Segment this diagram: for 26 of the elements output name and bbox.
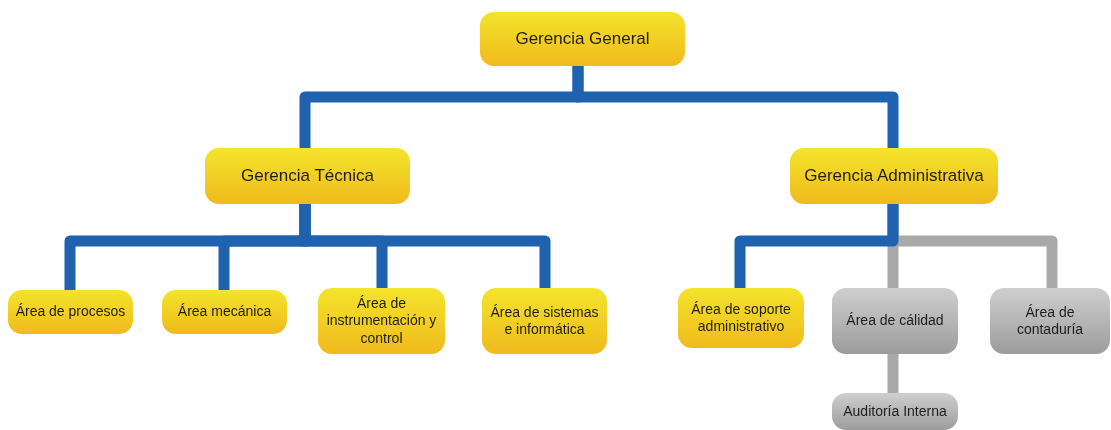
box-label: Área de sistemas e informática bbox=[489, 303, 600, 339]
box-label: Área de procesos bbox=[15, 303, 126, 321]
org-box bbox=[8, 290, 133, 334]
box-label: Área de contaduría bbox=[1015, 303, 1085, 339]
org-box bbox=[832, 288, 958, 354]
box-label: Gerencia Técnica bbox=[241, 165, 374, 187]
box-label: Área de soporte administrativo bbox=[690, 300, 792, 336]
org-box bbox=[678, 288, 804, 348]
box-label: Área de instrumentación y control bbox=[325, 294, 438, 348]
box-label: Gerencia Administrativa bbox=[804, 165, 984, 187]
box-label: Gerencia General bbox=[515, 28, 650, 50]
org-box bbox=[318, 288, 445, 354]
pipe-connector bbox=[299, 204, 551, 288]
pipe-connector bbox=[734, 204, 899, 288]
org-box bbox=[480, 12, 685, 66]
org-box bbox=[990, 288, 1110, 354]
box-label: Área mecánica bbox=[177, 303, 272, 321]
pipe-connector bbox=[887, 354, 899, 393]
org-box bbox=[790, 148, 998, 204]
org-box bbox=[832, 393, 958, 430]
org-box bbox=[205, 148, 410, 204]
pipe-connector bbox=[572, 66, 899, 148]
org-box bbox=[162, 290, 287, 334]
box-label: Área de cálidad bbox=[846, 312, 944, 330]
box-label: Auditoría Interna bbox=[843, 402, 947, 421]
org-box bbox=[482, 288, 607, 354]
